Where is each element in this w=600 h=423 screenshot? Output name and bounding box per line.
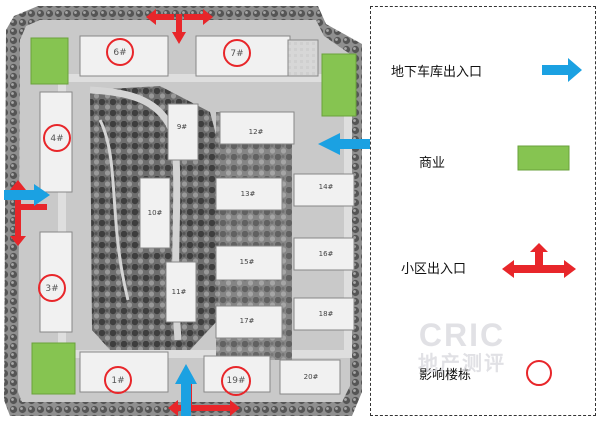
building-label-13: 13# xyxy=(241,190,256,198)
building-17 xyxy=(215,305,283,339)
building-16 xyxy=(293,237,355,271)
building-label-19: 19# xyxy=(227,376,246,386)
building-15 xyxy=(215,245,283,281)
building-11 xyxy=(165,261,197,323)
building-label-11: 11# xyxy=(172,288,187,296)
internal-road xyxy=(58,74,352,358)
commercial-block-ne xyxy=(321,53,357,117)
green-rect-icon xyxy=(517,145,570,171)
building-18 xyxy=(293,297,355,331)
legend-label-garage-entrance: 地下车库出入口 xyxy=(391,65,483,80)
building-3 xyxy=(39,231,73,333)
cric-watermark: CRIC 地产测评 xyxy=(418,318,506,376)
building-13 xyxy=(215,177,283,211)
building-label-15: 15# xyxy=(240,258,255,266)
affected-building-3-marker xyxy=(38,274,66,302)
affected-building-4-marker xyxy=(43,124,71,152)
watermark-line-2: 地产测评 xyxy=(418,353,506,375)
building-label-16: 16# xyxy=(319,250,334,258)
commercial-block-nw xyxy=(30,37,69,85)
building-1 xyxy=(79,351,169,393)
building-20 xyxy=(279,359,341,395)
affected-building-7-marker xyxy=(223,39,251,67)
legend-label-affected-building: 影响楼栋 xyxy=(419,368,472,383)
building-label-1: 1# xyxy=(111,376,124,386)
building-label-9: 9# xyxy=(177,123,187,131)
legend-panel: 地下车库出入口 商业 小区出入口 影响楼栋 xyxy=(370,6,596,416)
building-label-6: 6# xyxy=(113,48,126,58)
commercial-block-sw xyxy=(31,342,76,395)
red-tee-arrow-icon xyxy=(502,243,576,278)
building-label-17: 17# xyxy=(240,317,255,325)
building-label-20: 20# xyxy=(304,373,319,381)
garage-entrance-south-arrow xyxy=(175,364,197,416)
garden-path xyxy=(98,119,130,301)
garage-entrance-west-arrow xyxy=(4,184,50,206)
legend-label-commercial: 商业 xyxy=(419,156,446,171)
building-9 xyxy=(167,103,199,161)
blue-arrow-icon xyxy=(542,58,582,82)
affected-building-6-marker xyxy=(106,38,134,66)
building-label-4: 4# xyxy=(50,134,63,144)
watermark-line-1: CRIC xyxy=(418,317,506,353)
building-label-3: 3# xyxy=(45,284,58,294)
legend-label-community-gate: 小区出入口 xyxy=(401,262,467,277)
community-gate-north-arrow xyxy=(146,9,213,44)
building-label-10: 10# xyxy=(148,209,163,217)
building-19 xyxy=(203,355,271,393)
building-7 xyxy=(195,35,291,77)
building-12 xyxy=(219,111,295,145)
affected-building-1-marker xyxy=(104,366,132,394)
garage-entrance-east-arrow xyxy=(318,133,370,155)
building-14 xyxy=(293,173,355,207)
affected-building-19-marker xyxy=(221,366,251,396)
building-top-annex xyxy=(287,39,319,77)
building-10 xyxy=(139,177,171,249)
red-circle-icon xyxy=(526,360,552,386)
building-label-7: 7# xyxy=(230,49,243,59)
building-label-14: 14# xyxy=(319,183,334,191)
building-label-18: 18# xyxy=(319,310,334,318)
building-6 xyxy=(79,35,169,77)
building-label-12: 12# xyxy=(249,128,264,136)
site-plan-map: 1# 3# 4# 6# 7# 9# 10# 11# 12# 13# 14# 15… xyxy=(4,6,370,416)
